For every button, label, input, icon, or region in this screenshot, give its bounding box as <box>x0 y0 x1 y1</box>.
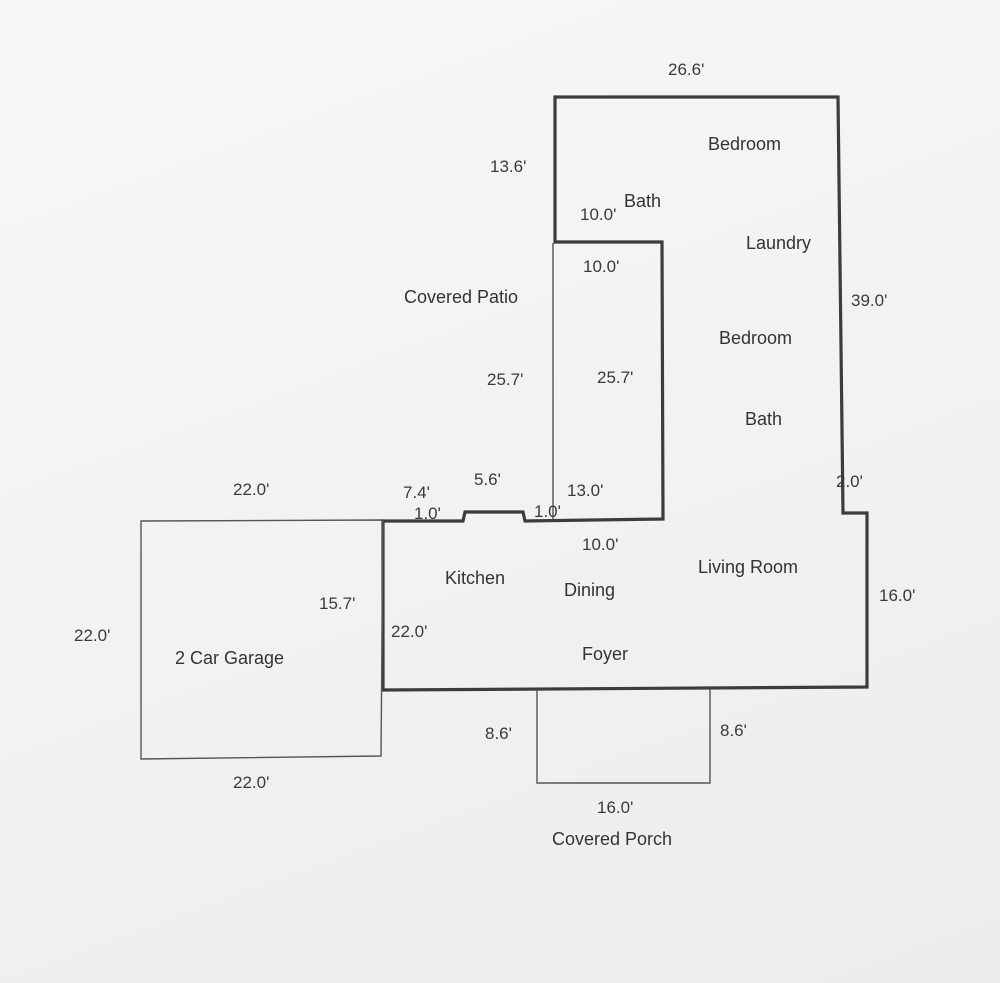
garage-outline <box>140 519 384 760</box>
dim-patio-top: 10.0' <box>583 257 620 276</box>
room-living-room: Living Room <box>698 557 799 577</box>
dim-upper-notch-width: 10.0' <box>580 205 617 224</box>
dim-patio-left: 25.7' <box>487 370 524 389</box>
dim-kitchen-step-left: 7.4' <box>403 483 430 502</box>
dim-main-left: 22.0' <box>391 622 428 641</box>
room-bedroom-1: Bedroom <box>708 134 782 154</box>
room-kitchen: Kitchen <box>445 568 506 588</box>
dim-garage-left: 22.0' <box>74 626 111 645</box>
dim-right-step: 2.0' <box>836 472 863 491</box>
room-garage: 2 Car Garage <box>175 648 285 668</box>
room-bath-2: Bath <box>745 409 783 429</box>
dim-kitchen-jog-left: 1.0' <box>414 504 441 523</box>
room-dining: Dining <box>564 580 616 600</box>
covered-porch-outline <box>536 689 711 784</box>
dim-garage-top: 22.0' <box>233 480 270 499</box>
dim-upper-left-height: 13.6' <box>490 157 527 176</box>
dim-patio-right: 25.7' <box>597 368 634 387</box>
dim-garage-bottom: 22.0' <box>233 773 270 792</box>
dim-right-side: 39.0' <box>851 291 888 310</box>
room-bedroom-2: Bedroom <box>719 328 793 348</box>
dim-main-right: 16.0' <box>879 586 916 605</box>
room-covered-patio: Covered Patio <box>404 287 519 307</box>
dim-garage-right: 15.7' <box>319 594 356 613</box>
room-bath-1: Bath <box>624 191 662 211</box>
room-foyer: Foyer <box>582 644 629 664</box>
dim-porch-right: 8.6' <box>720 721 747 740</box>
dim-patio-bottom-right: 13.0' <box>567 481 604 500</box>
room-covered-porch: Covered Porch <box>552 829 673 849</box>
dim-top-width: 26.6' <box>668 60 705 79</box>
dim-porch-bottom: 16.0' <box>597 798 634 817</box>
room-laundry: Laundry <box>746 233 812 253</box>
dim-patio-bottom: 10.0' <box>582 535 619 554</box>
dim-kitchen-jog-right: 1.0' <box>534 502 561 521</box>
dim-porch-left: 8.6' <box>485 724 512 743</box>
house-outline <box>381 95 869 692</box>
dim-kitchen-bump: 5.6' <box>474 470 501 489</box>
